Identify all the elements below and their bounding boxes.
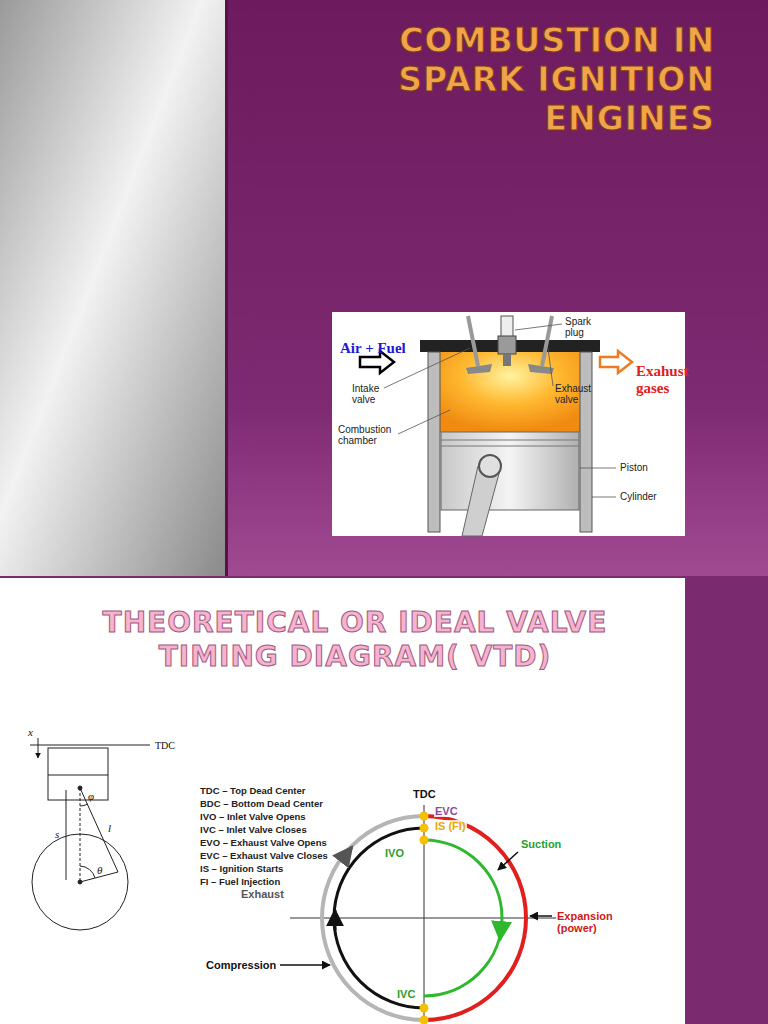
flow-label: Air + Fuel [340, 340, 406, 357]
engine-illustration-part [466, 364, 492, 374]
crank-sketch-part [38, 738, 39, 758]
bottom-slide-ground [0, 576, 768, 1024]
axis-label: TDC [154, 740, 176, 751]
bottom-slide-ground-part [0, 576, 768, 1024]
crank-sketch-part [48, 748, 108, 800]
event-label: IVC [396, 988, 416, 1000]
timing-circle-part [500, 928, 501, 940]
timing-circle-part [290, 918, 560, 919]
stroke-label: Expansion (power) [556, 910, 618, 934]
crank-sketch-part [80, 788, 81, 882]
abbreviation: IVC – Inlet Valve Closes [200, 825, 307, 835]
engine-illustration-part [600, 351, 632, 373]
engine-illustration-part [441, 446, 579, 447]
engine-illustration-part-part [580, 468, 616, 469]
engine-illustration-part-part [515, 324, 562, 330]
symbol-label: φ [88, 790, 94, 802]
crank-sketch [30, 738, 150, 930]
engine-illustration [332, 312, 685, 536]
slide-title: THEORETICAL OR IDEAL VALVE TIMING DIAGRA… [60, 606, 650, 673]
timing-circle-part [424, 840, 502, 996]
engine-illustration-part [580, 352, 592, 532]
timing-circle-part [498, 852, 518, 870]
timing-circle-part [334, 910, 337, 930]
abbreviation: EVC – Exhaust Valve Closes [200, 851, 328, 861]
event-label: IVO [384, 847, 405, 859]
engine-illustration-part [428, 352, 440, 532]
abbreviation: TDC – Top Dead Center [200, 786, 305, 796]
crank-sketch-part [78, 880, 82, 884]
symbol-label: θ [97, 864, 102, 876]
timing-circle-part [530, 915, 552, 917]
stroke-label: Exhaust [240, 888, 285, 900]
engine-illustration-part [441, 440, 579, 441]
abbreviation: EVO – Exhaust Valve Opens [200, 838, 327, 848]
timing-circle-part [420, 1004, 429, 1013]
timing-circle-part [420, 836, 429, 845]
axis-label: TDC [412, 788, 437, 800]
timing-circle-part [280, 964, 330, 966]
symbol-label: s [55, 828, 59, 840]
engine-illustration-part [332, 312, 685, 536]
crank-sketch-part [80, 866, 95, 878]
top-slide-ground-part [0, 0, 225, 576]
top-slide-ground-part [225, 0, 228, 576]
part-label: Exhaust valve [555, 383, 603, 405]
abbreviation: FI – Fuel Injection [200, 877, 280, 887]
timing-circle-part [334, 828, 424, 1008]
engine-illustration-part-part [592, 497, 616, 498]
crank-sketch-part [30, 745, 150, 746]
engine-illustration-part [542, 316, 552, 366]
engine-illustration-part [498, 336, 516, 354]
timing-circle-part [345, 847, 352, 856]
engine-illustration-part-part [398, 410, 450, 434]
abbreviation: BDC – Bottom Dead Center [200, 799, 323, 809]
event-label: EVC [434, 805, 459, 817]
bottom-slide-ground-part [0, 578, 685, 1024]
top-slide-ground-part [0, 0, 768, 576]
crank-sketch-part [48, 775, 108, 776]
engine-illustration-part [384, 324, 616, 497]
part-label: Combustion chamber [338, 424, 402, 446]
symbol-label: l [108, 822, 111, 834]
timing-circle-part [420, 812, 429, 821]
crank-sketch-part [80, 804, 88, 806]
engine-illustration-part [503, 354, 511, 366]
engine-illustration-part [501, 316, 513, 338]
abbreviation: IVO – Inlet Valve Opens [200, 812, 306, 822]
engine-illustration-part [479, 455, 501, 477]
engine-illustration-part [441, 432, 579, 510]
crank-sketch-part [78, 786, 82, 790]
part-label: Piston [620, 462, 648, 473]
part-label: Cylinder [620, 491, 657, 502]
slide-title: COMBUSTION IN SPARK IGNITION ENGINES [365, 22, 715, 139]
top-slide-ground [0, 0, 768, 576]
timing-circle-part [420, 1016, 429, 1024]
stroke-label: Suction [520, 838, 562, 850]
crank-sketch-part [66, 790, 67, 880]
event-label: IS (FI) [434, 820, 467, 832]
part-label: Spark plug [565, 316, 607, 338]
symbol-label: x [28, 726, 33, 738]
flow-label: Exahust gases [636, 363, 686, 396]
timing-circle-part [424, 816, 526, 1020]
crank-sketch-part [80, 788, 118, 872]
timing-circle-part [420, 824, 429, 833]
stroke-label: Compression [205, 959, 277, 971]
abbreviation: IS – Ignition Starts [200, 864, 283, 874]
engine-illustration-part [468, 316, 478, 366]
part-label: Intake valve [352, 383, 392, 405]
engine-illustration-part-part [548, 348, 553, 386]
timing-circle-part [322, 816, 424, 1020]
